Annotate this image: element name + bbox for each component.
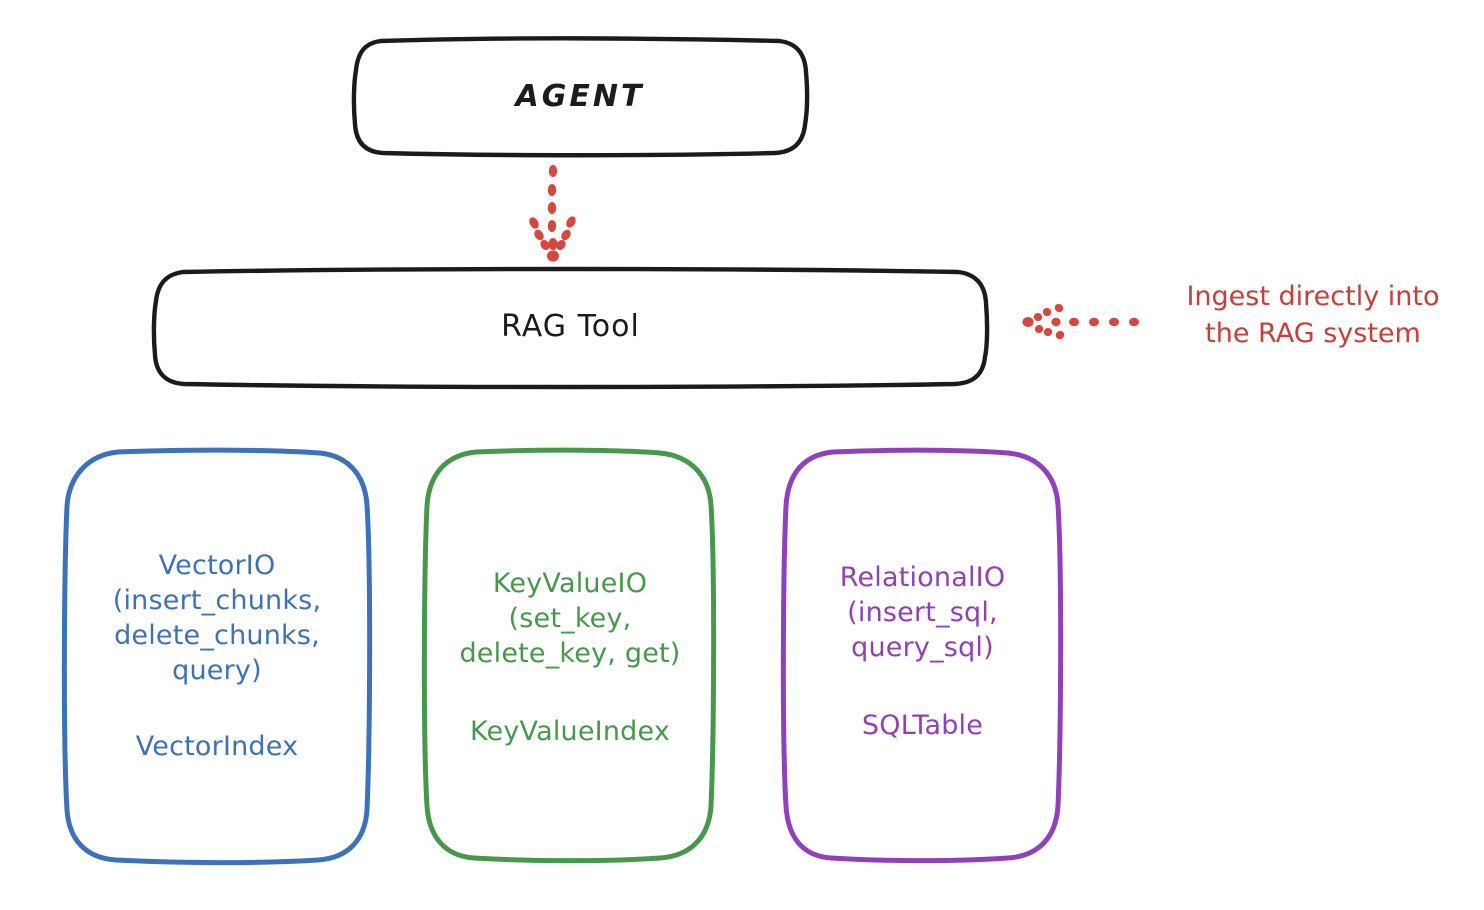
- node-agent[interactable]: AGENT: [355, 40, 805, 154]
- relational-io-api-label: RelationalIO (insert_sql, query_sql): [839, 561, 1006, 663]
- node-rag-tool[interactable]: RAG Tool: [155, 271, 986, 383]
- ingest-annotation-text: Ingest directly into the RAG system: [1186, 281, 1440, 350]
- ingest-arrow: [1022, 303, 1139, 340]
- node-relational-io[interactable]: RelationalIO (insert_sql, query_sql) SQL…: [786, 451, 1059, 860]
- rag-tool-label: RAG Tool: [501, 308, 640, 344]
- keyvalue-io-index-label: KeyValueIndex: [469, 715, 671, 747]
- vector-io-index-label: VectorIndex: [135, 731, 299, 763]
- vector-io-api-label: VectorIO (insert_chunks, delete_chunks, …: [112, 550, 322, 687]
- agent-to-rag-tool-arrow: [529, 165, 576, 262]
- node-vector-io[interactable]: VectorIO (insert_chunks, delete_chunks, …: [66, 451, 368, 862]
- agent-label: AGENT: [515, 78, 645, 114]
- keyvalue-io-api-label: KeyValueIO (set_key, delete_key, get): [459, 567, 681, 669]
- relational-io-index-label: SQLTable: [861, 709, 984, 741]
- node-keyvalue-io[interactable]: KeyValueIO (set_key, delete_key, get) Ke…: [427, 451, 713, 860]
